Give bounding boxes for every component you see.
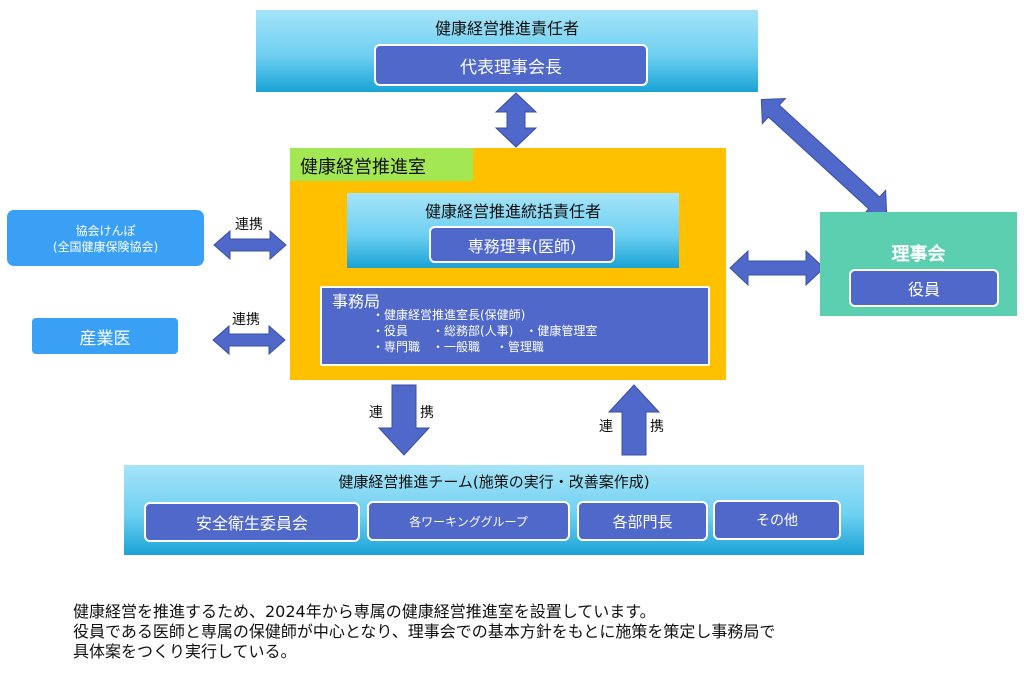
partner-industrial-doctor: 産業医 — [32, 318, 178, 354]
link-label-down-right: 携 — [420, 405, 434, 421]
description-line-2: 役員である医師と専属の保健師が中心となり、理事会での基本方針をもとに施策を策定し… — [73, 622, 776, 641]
link-label-up-right: 携 — [650, 419, 664, 435]
secretariat-box: 事務局 ・健康経営推進室長(保健師) ・役員 ・総務部(人事) ・健康管理室 ・… — [320, 286, 710, 366]
link-label-doctor: 連携 — [232, 312, 260, 328]
secretariat-line-3: ・専門職 ・一般職 ・管理職 — [372, 340, 544, 354]
link-arrow-doctor — [212, 324, 286, 356]
team-member-working-groups: 各ワーキンググループ — [367, 501, 570, 541]
promotion-office: 健康経営推進室 健康経営推進統括責任者 専務理事(医師) 事務局 ・健康経営推進… — [290, 148, 726, 380]
board-member: 役員 — [849, 269, 999, 307]
link-arrow-team-to-office — [607, 384, 661, 456]
lead-box: 健康経営推進統括責任者 専務理事(医師) — [347, 193, 679, 268]
promotion-team-box: 健康経営推進チーム(施策の実行・改善案作成) 安全衛生委員会 各ワーキンググルー… — [124, 465, 864, 555]
link-arrow-office-to-team — [377, 384, 431, 456]
partner-kyokai-name: 協会けんぽ — [75, 223, 136, 238]
description-line-3: 具体案をつくり実行している。 — [73, 642, 297, 661]
top-responsible-box: 健康経営推進責任者 代表理事会長 — [256, 10, 758, 92]
link-arrow-top-board — [760, 97, 888, 217]
lead-role: 専務理事(医師) — [429, 226, 615, 263]
promotion-office-title: 健康経営推進室 — [300, 157, 426, 178]
promotion-office-label-bg: 健康経営推進室 — [290, 148, 473, 181]
link-arrow-top-office — [494, 92, 538, 148]
lead-title: 健康経営推進統括責任者 — [424, 202, 601, 221]
link-label-down-left: 連 — [369, 405, 383, 421]
top-responsible-title: 健康経営推進責任者 — [434, 19, 579, 38]
promotion-team-title: 健康経営推進チーム(施策の実行・改善案作成) — [338, 472, 650, 491]
link-arrow-kyokai — [213, 229, 287, 261]
team-member-safety-committee: 安全衛生委員会 — [144, 502, 360, 542]
secretariat-line-2: ・役員 ・総務部(人事) ・健康管理室 — [372, 324, 598, 338]
partner-kyokai-kenpo: 協会けんぽ (全国健康保険協会) — [7, 210, 204, 266]
link-arrow-office-board — [729, 249, 825, 287]
team-member-others: その他 — [713, 500, 841, 540]
description-line-1: 健康経営を推進するため、2024年から専属の健康経営推進室を設置しています。 — [73, 602, 656, 621]
secretariat-title: 事務局 — [332, 292, 381, 311]
board-box: 理事会 役員 — [820, 212, 1017, 316]
partner-kyokai-fullname: (全国健康保険協会) — [52, 239, 159, 254]
description: 健康経営を推進するため、2024年から専属の健康経営推進室を設置しています。 役… — [73, 600, 775, 664]
secretariat-line-1: ・健康経営推進室長(保健師) — [372, 308, 526, 322]
team-member-department-heads: 各部門長 — [577, 501, 708, 541]
board-title: 理事会 — [891, 244, 946, 265]
link-label-up-left: 連 — [599, 419, 613, 435]
link-label-kyokai: 連携 — [235, 217, 263, 233]
top-responsible-role: 代表理事会長 — [374, 44, 648, 86]
